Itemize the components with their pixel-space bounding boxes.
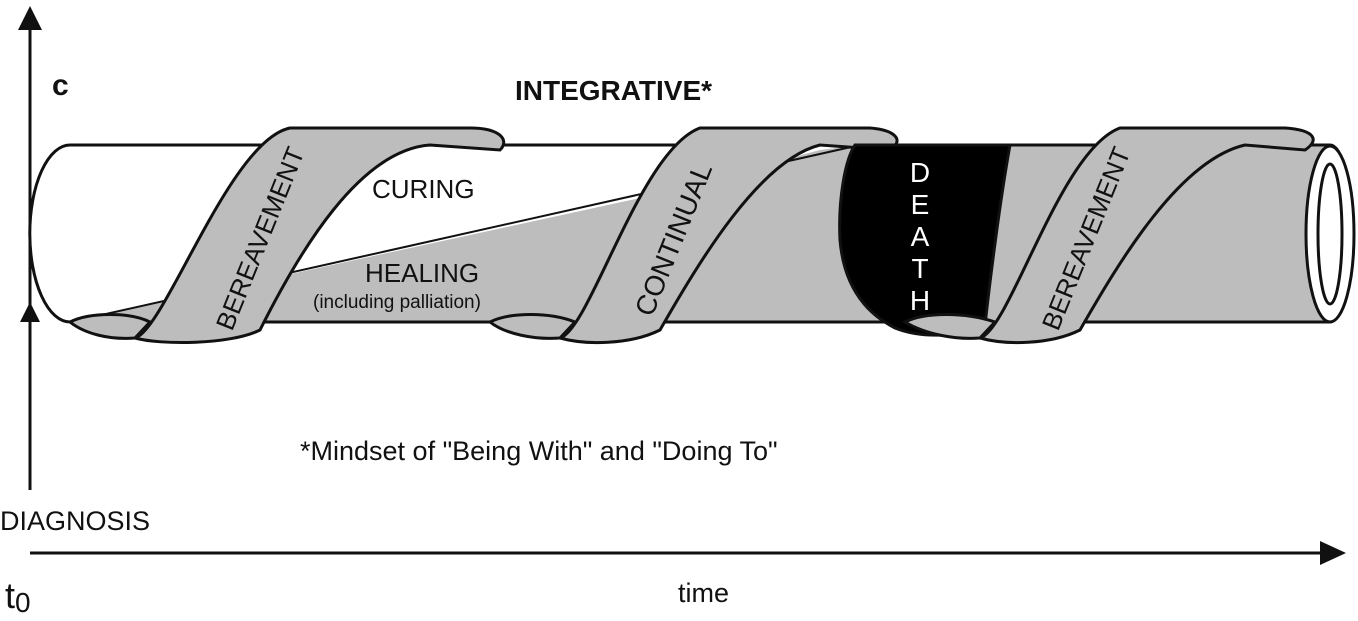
diagram-title: INTEGRATIVE*: [515, 75, 712, 106]
time-axis-arrowhead: [1320, 541, 1346, 565]
origin-label: t0: [5, 575, 31, 616]
band-continual-back: [487, 313, 578, 340]
tube-end-inner: [1316, 162, 1344, 306]
vertical-axis-arrowhead: [18, 6, 42, 30]
healing-label: HEALING: [365, 258, 479, 288]
band-bereavement-right: [974, 126, 1315, 344]
death-letter: T: [911, 253, 928, 284]
death-letter: A: [911, 221, 930, 252]
healing-sub-label: (including palliation): [313, 292, 481, 313]
origin-subscript: 0: [15, 587, 31, 616]
band-continual: [554, 126, 899, 344]
band-bereavement-left: [129, 126, 506, 345]
footnote: *Mindset of "Being With" and "Doing To": [300, 436, 778, 466]
death-letter: H: [910, 285, 930, 316]
band-bereavement-right-back: [901, 313, 998, 340]
band-death: [838, 143, 1012, 337]
death-letter: D: [910, 157, 930, 188]
panel-label: c: [52, 69, 69, 102]
diagnosis-label: DIAGNOSIS: [0, 506, 150, 536]
origin-t: t: [5, 575, 15, 616]
curing-label: CURING: [372, 174, 475, 204]
death-letter: E: [911, 189, 930, 220]
diagnosis-arrowhead: [20, 302, 40, 322]
x-axis-label: time: [678, 578, 729, 608]
band-bereavement-left-back: [67, 313, 153, 340]
